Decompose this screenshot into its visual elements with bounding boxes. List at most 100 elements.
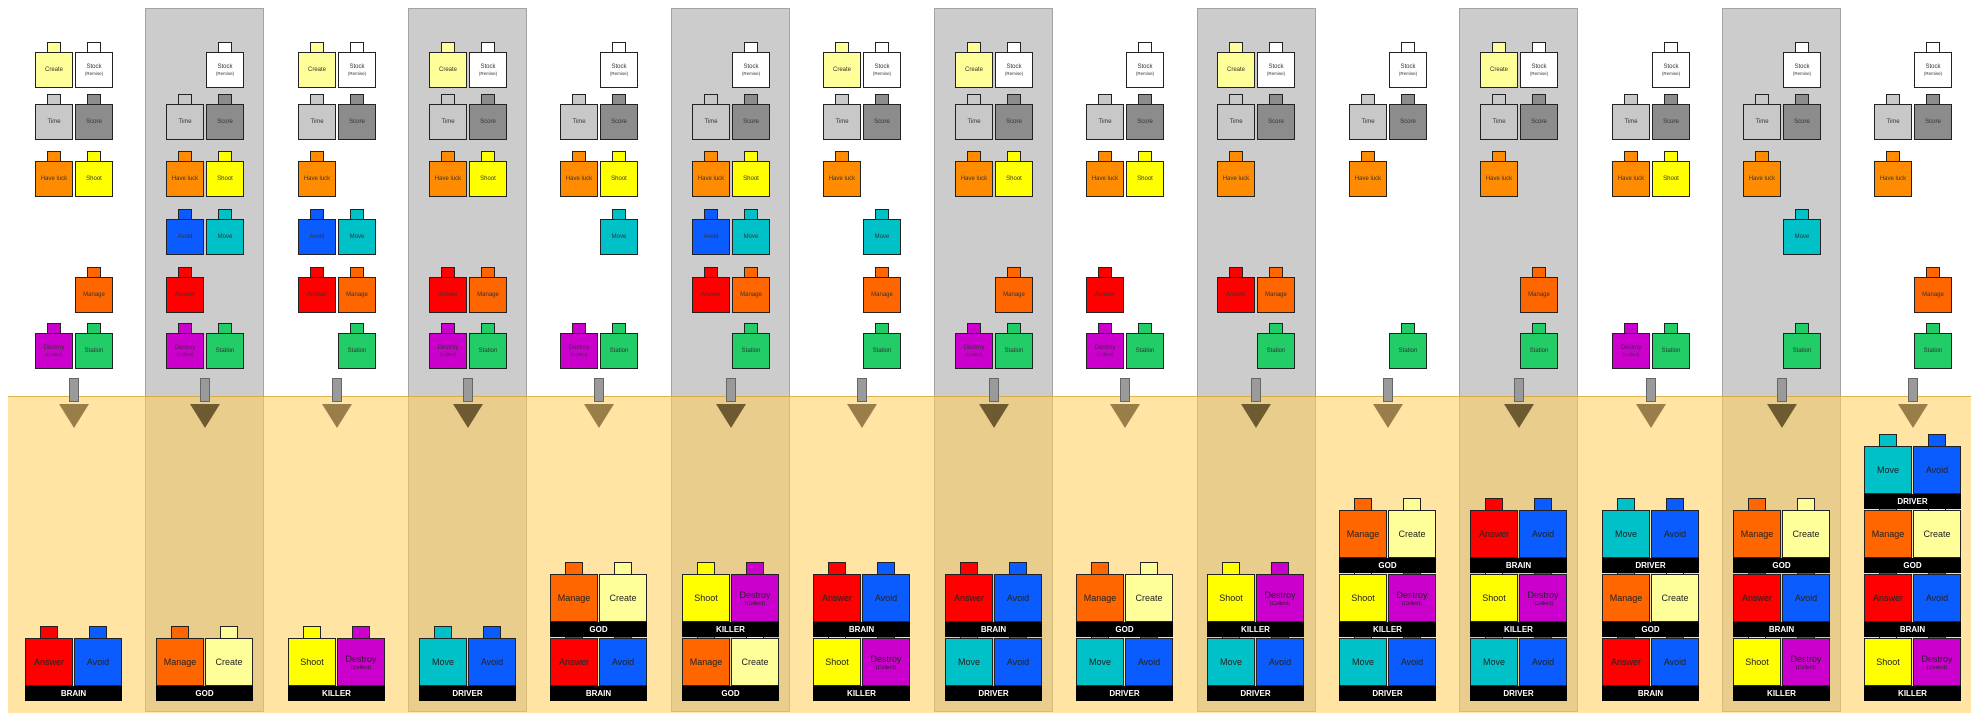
piece-label: Have luck: [40, 175, 68, 182]
piece-label: Score: [217, 118, 233, 125]
piece-manage: Manage: [469, 267, 507, 313]
piece-knob: [1926, 42, 1940, 52]
brick-part-manage: Manage: [550, 562, 598, 622]
piece-label: Score: [86, 118, 102, 125]
piece-label: Have luck: [1485, 175, 1513, 182]
piece-label: Answer: [700, 291, 721, 298]
piece-move: Move: [600, 209, 638, 255]
piece-label: Station: [1398, 347, 1418, 354]
brick-part-label: Move: [957, 656, 980, 667]
piece-label: Station: [215, 347, 235, 354]
piece-label: Time: [1886, 118, 1900, 125]
brick-part-answer: Answer: [1864, 562, 1912, 622]
piece-score: Score: [1520, 94, 1558, 140]
role-name-label: DRIVER: [1864, 494, 1961, 509]
brick-part-shoot: Shoot: [1864, 626, 1912, 686]
brick-part-destroy: Destroy(Collect): [1519, 562, 1567, 622]
piece-label: Score: [1400, 118, 1416, 125]
piece-label: Score: [611, 118, 627, 125]
piece-label: Move: [217, 233, 233, 240]
piece-label: Station: [1004, 347, 1024, 354]
piece-shoot: Shoot: [600, 151, 638, 197]
brick-part-avoid: Avoid: [1519, 498, 1567, 558]
brick-part-label: Avoid: [1663, 528, 1687, 539]
brick-knob: [1354, 498, 1372, 510]
brick-part-label: Avoid: [1663, 656, 1687, 667]
brick-part-move: Move: [419, 626, 467, 686]
brick-part-label: Shoot: [1745, 656, 1769, 667]
piece-have-luck: Have luck: [1086, 151, 1124, 197]
piece-knob: [1492, 94, 1506, 104]
role-name-label: GOD: [1733, 558, 1830, 573]
brick-part-manage: Manage: [1864, 498, 1912, 558]
brick-part-label: Destroy: [870, 653, 902, 664]
brick-part-avoid: Avoid: [1125, 626, 1173, 686]
brick-part-label: Answer: [1478, 528, 1509, 539]
piece-knob: [1401, 94, 1415, 104]
brick-part-answer: Answer: [945, 562, 993, 622]
piece-label: Manage: [83, 291, 105, 298]
piece-label: Have luck: [960, 175, 988, 182]
role-name-label: GOD: [550, 622, 647, 637]
piece-label: Score: [743, 118, 759, 125]
piece-knob: [87, 151, 101, 161]
brick-part-shoot: Shoot: [1339, 562, 1387, 622]
brick-knob: [1222, 562, 1240, 574]
brick-part-move: Move: [1470, 626, 1518, 686]
piece-stock: Stock(Remise): [1126, 42, 1164, 88]
piece-label: Have luck: [697, 175, 725, 182]
piece-label: Have luck: [828, 175, 856, 182]
brick-part-answer: Answer: [1733, 562, 1781, 622]
flow-stem: [726, 378, 736, 402]
brick-part-label: Answer: [1741, 592, 1772, 603]
brick-knob: [877, 562, 895, 574]
piece-label: Stock: [86, 64, 102, 70]
piece-label: Station: [872, 347, 892, 354]
piece-sublabel: (Remise): [872, 71, 892, 76]
piece-label: Station: [1923, 347, 1943, 354]
piece-sublabel: (Remise): [1398, 71, 1418, 76]
piece-shoot: Shoot: [469, 151, 507, 197]
piece-score: Score: [995, 94, 1033, 140]
piece-move: Move: [863, 209, 901, 255]
brick-part-label: Avoid: [611, 656, 635, 667]
brick-part-label: Avoid: [1137, 656, 1161, 667]
piece-knob: [704, 267, 718, 277]
role-name-label: GOD: [156, 686, 253, 701]
piece-label: Manage: [1528, 291, 1550, 298]
brick-part-label: Move: [1876, 464, 1899, 475]
piece-label: Move: [349, 233, 365, 240]
piece-stock: Stock(Remise): [995, 42, 1033, 88]
brick-knob: [483, 626, 501, 638]
piece-label: Manage: [1003, 291, 1025, 298]
piece-label: Time: [1361, 118, 1375, 125]
role-name-label: DRIVER: [1076, 686, 1173, 701]
piece-label: Station: [1266, 347, 1286, 354]
flow-arrow: [584, 404, 614, 428]
brick-part-manage: Manage: [1339, 498, 1387, 558]
piece-knob: [1755, 151, 1769, 161]
piece-have-luck: Have luck: [1217, 151, 1255, 197]
brick-knob: [1879, 434, 1897, 446]
piece-label: Station: [84, 347, 104, 354]
piece-answer: Answer: [166, 267, 204, 313]
piece-label: Time: [704, 118, 718, 125]
piece-knob: [1007, 323, 1021, 333]
brick-knob: [1403, 498, 1421, 510]
piece-station: Station: [1257, 323, 1295, 369]
piece-knob: [1532, 323, 1546, 333]
piece-knob: [47, 42, 61, 52]
piece-create: Create: [429, 42, 467, 88]
brick-part-label: Answer: [1610, 656, 1641, 667]
piece-destroy: Destroy(Collect): [560, 323, 598, 369]
brick-part-label: Manage: [557, 592, 591, 603]
piece-station: Station: [75, 323, 113, 369]
piece-knob: [1007, 267, 1021, 277]
piece-knob: [1926, 323, 1940, 333]
brick-knob: [746, 562, 764, 574]
piece-label: Manage: [871, 291, 893, 298]
brick-part-avoid: Avoid: [74, 626, 122, 686]
role-name-label: GOD: [1076, 622, 1173, 637]
